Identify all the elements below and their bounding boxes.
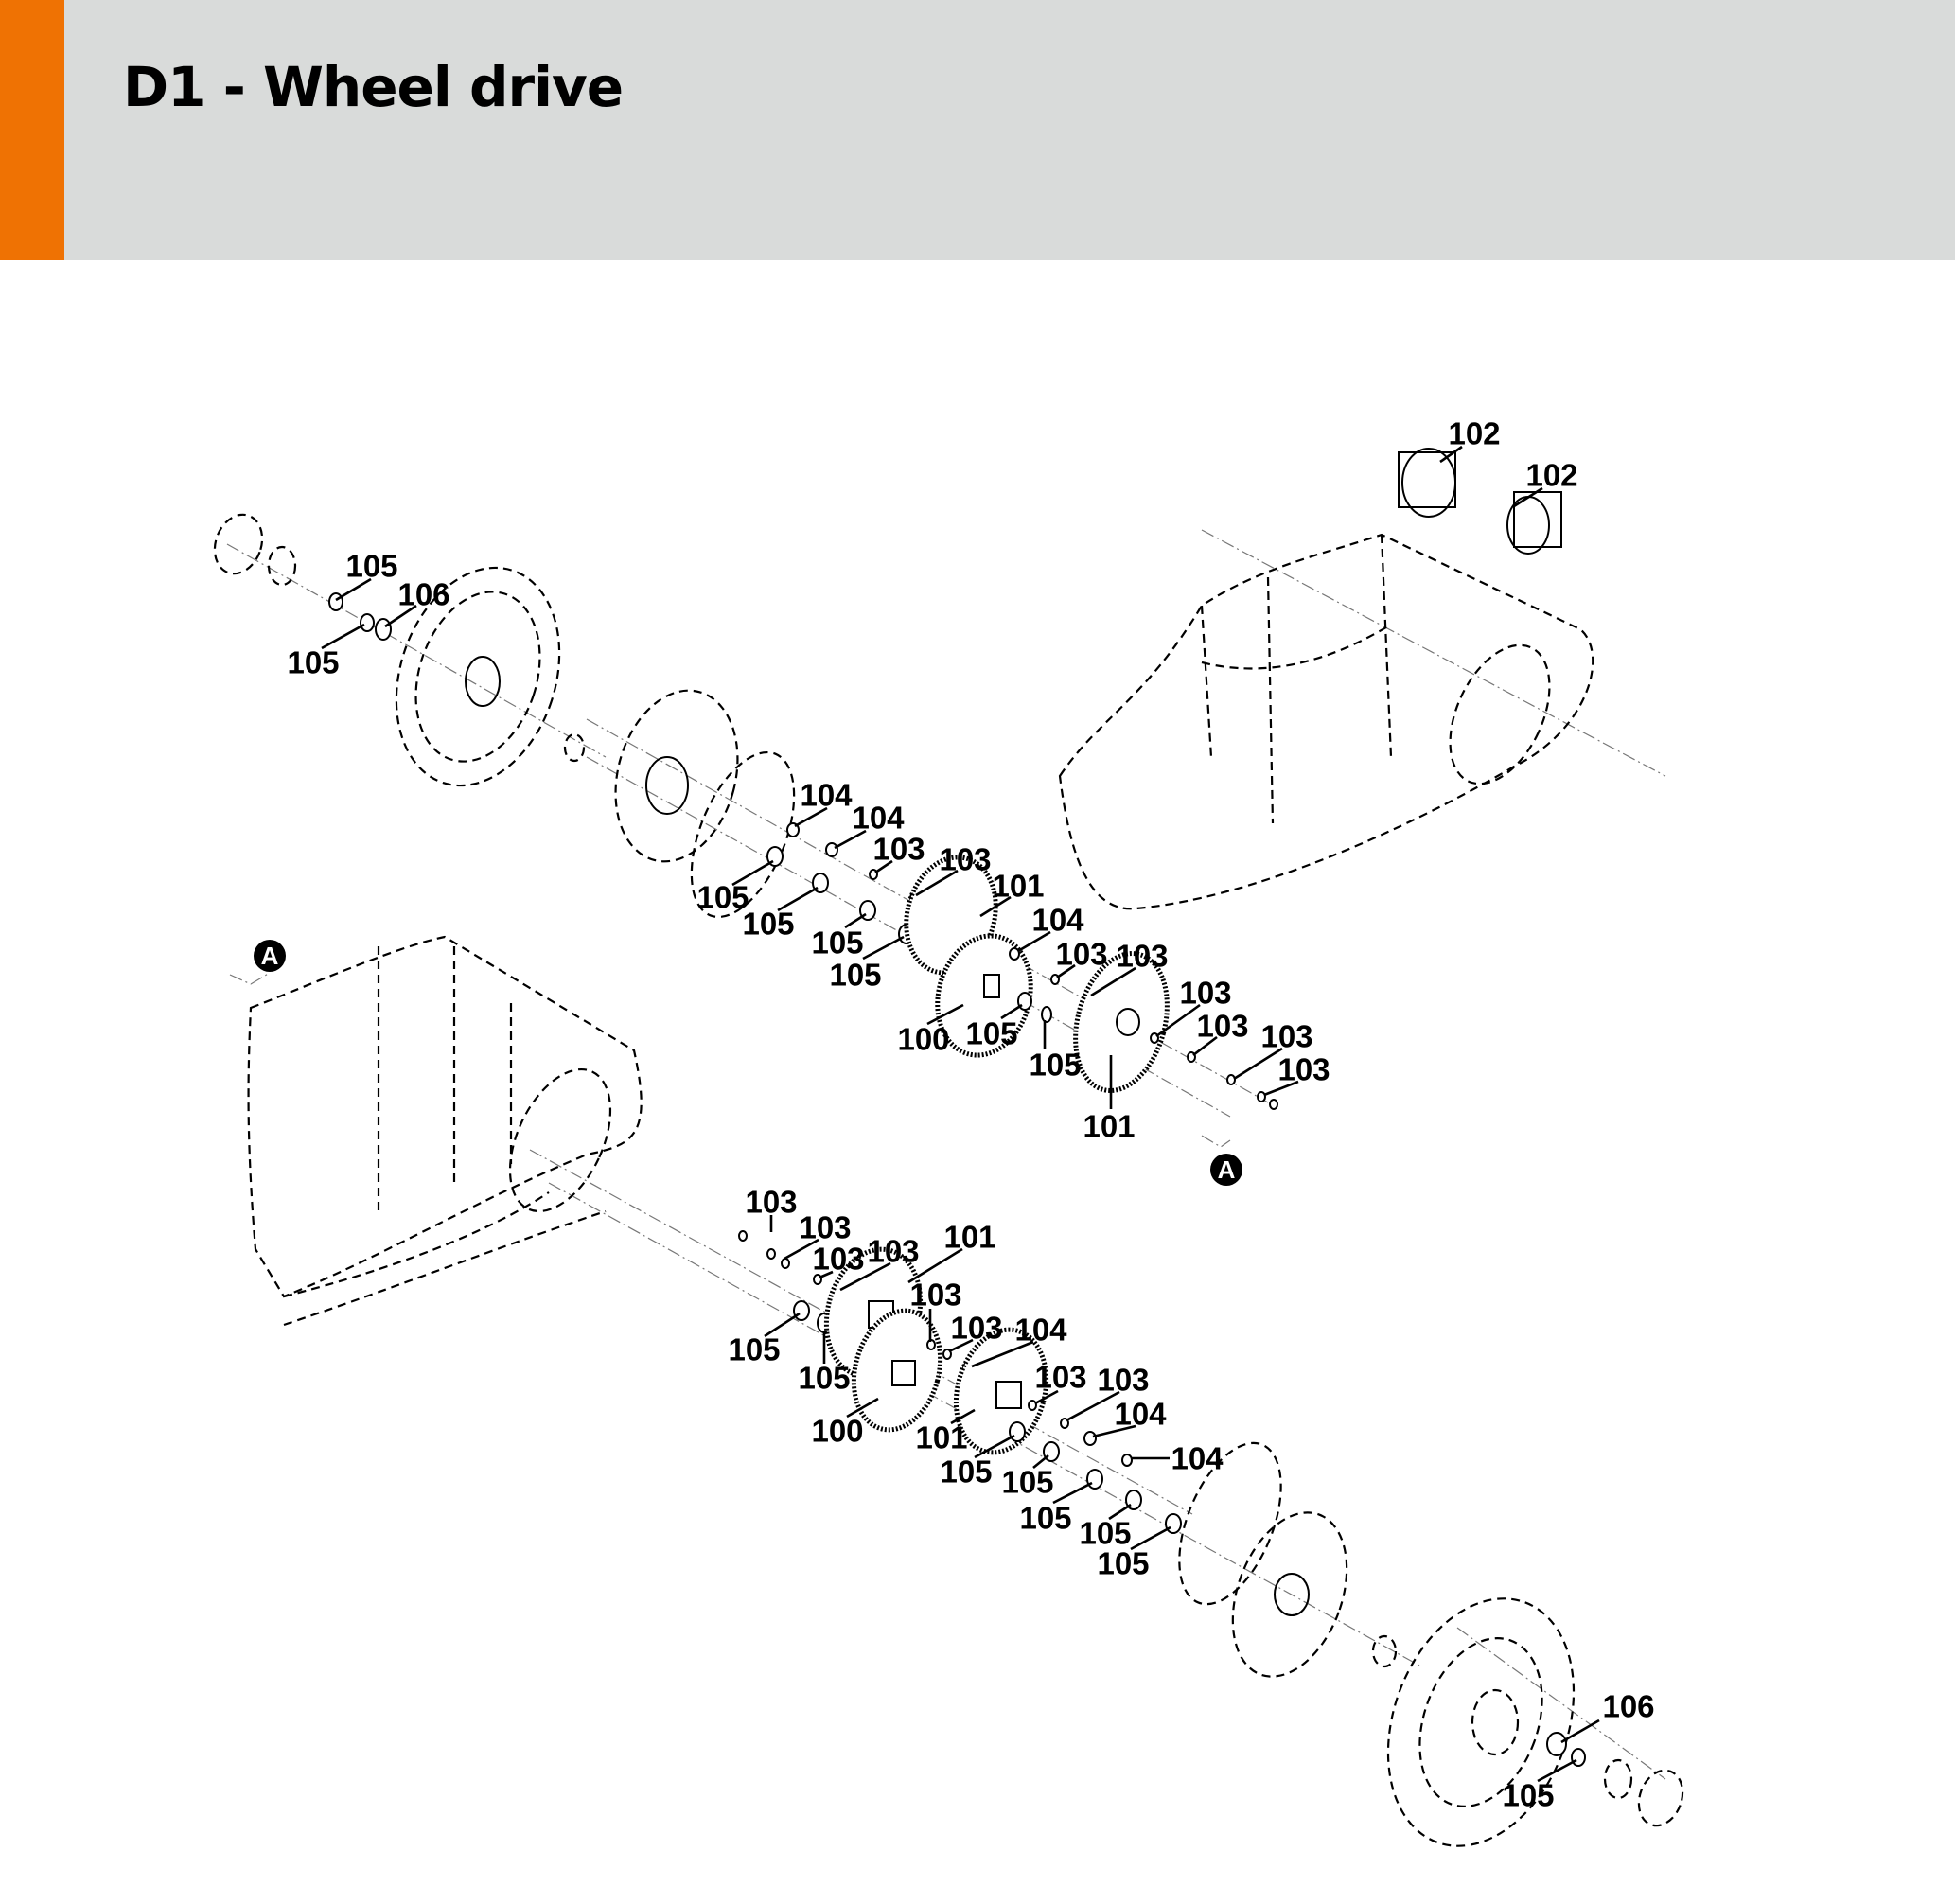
callout-label: 100 <box>811 1413 864 1449</box>
callout-label: 105 <box>940 1454 993 1490</box>
callout-label: 105 <box>345 548 398 584</box>
callout-label: 103 <box>799 1209 852 1245</box>
callout-label: 105 <box>287 644 340 680</box>
upper-hub-cover <box>563 689 796 919</box>
page-header <box>0 0 1955 260</box>
callout-label: 105 <box>742 906 795 942</box>
callout-label: 105 <box>1079 1515 1132 1551</box>
callout-label: 104 <box>1114 1396 1167 1432</box>
callout-label: 104 <box>1171 1440 1224 1476</box>
callout-label: 103 <box>1055 936 1108 972</box>
callout-label: 105 <box>1029 1047 1082 1083</box>
callout-label: 105 <box>696 879 749 915</box>
lower-right-wheel <box>1178 1441 1684 1847</box>
callout-label: 105 <box>811 925 864 961</box>
callout-label: 103 <box>909 1277 962 1313</box>
callout-label: 102 <box>1448 415 1501 451</box>
callout-label: 105 <box>728 1331 781 1367</box>
callout-label: 103 <box>867 1233 920 1269</box>
leader-lines <box>229 445 1600 1783</box>
page-title: D1 - Wheel drive <box>123 55 624 119</box>
callout-label: 105 <box>829 957 882 993</box>
callout-label: 103 <box>1097 1362 1150 1398</box>
reference-marker-a-left: A <box>254 940 286 972</box>
callout-label: 103 <box>950 1310 1003 1346</box>
callout-label: 105 <box>1019 1500 1072 1536</box>
callout-label: 101 <box>1083 1108 1136 1144</box>
axis-lines <box>226 529 1666 1780</box>
callout-label: 105 <box>798 1360 851 1396</box>
callout-label: 103 <box>1116 938 1169 974</box>
callout-label: 104 <box>852 800 905 836</box>
callout-label: 103 <box>812 1241 865 1277</box>
upper-left-wheel <box>213 513 561 787</box>
callout-label: 106 <box>1602 1688 1655 1724</box>
callout-label: 103 <box>1260 1018 1313 1054</box>
callout-label: 103 <box>1034 1359 1087 1395</box>
accent-bar <box>0 0 64 260</box>
callout-label: 103 <box>1277 1051 1330 1087</box>
callout-label: 101 <box>915 1419 968 1455</box>
callout-label: 100 <box>897 1021 950 1057</box>
callout-label: 105 <box>1001 1464 1054 1500</box>
callout-label: 104 <box>1031 902 1084 938</box>
reference-marker-a-right: A <box>1210 1154 1242 1186</box>
upper-chassis <box>1058 448 1594 910</box>
callout-label: 101 <box>943 1219 996 1255</box>
callout-label: 103 <box>939 841 992 877</box>
callout-label: 103 <box>1196 1008 1249 1044</box>
callout-label: 106 <box>397 576 450 612</box>
callout-label: 105 <box>965 1015 1018 1051</box>
callout-label: 103 <box>1179 975 1232 1011</box>
callout-label: 104 <box>800 777 853 813</box>
callout-label: 103 <box>872 831 925 867</box>
callout-label: 105 <box>1097 1545 1150 1581</box>
upper-gear-train <box>766 822 1278 1110</box>
callout-label: 101 <box>992 868 1045 904</box>
callout-label: 102 <box>1525 457 1578 493</box>
callout-label: 104 <box>1014 1312 1067 1348</box>
lower-chassis <box>247 935 643 1327</box>
callout-label: 105 <box>1502 1777 1555 1813</box>
callout-label: 103 <box>745 1184 798 1220</box>
